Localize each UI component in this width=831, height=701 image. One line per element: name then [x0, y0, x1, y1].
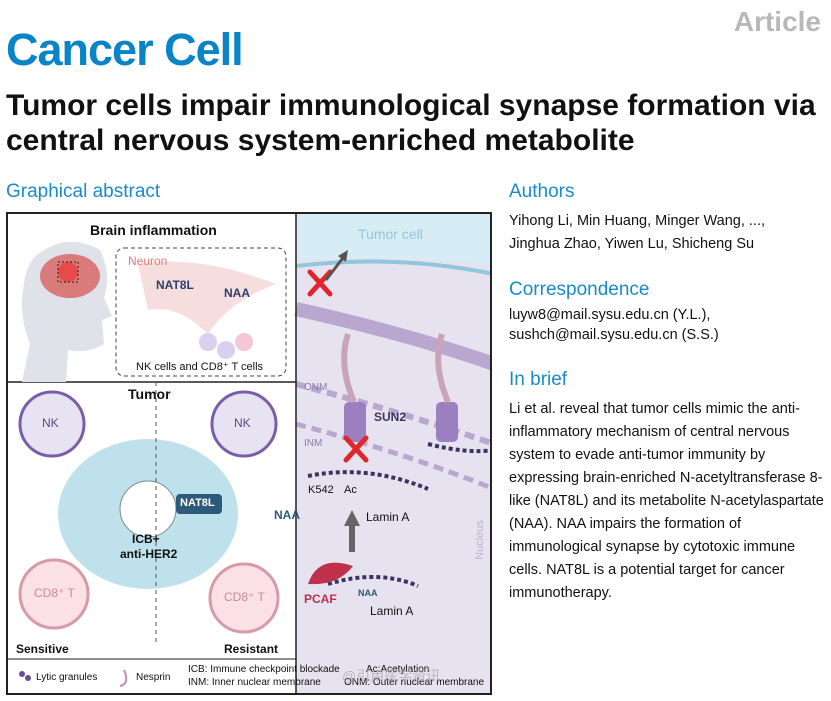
article-type-label: Article: [733, 6, 821, 37]
ac-label: Ac: [344, 484, 357, 496]
authors-line-1: Yihong Li, Min Huang, Minger Wang, ...,: [509, 213, 766, 229]
correspondence-block: luyw8@mail.sysu.edu.cn (Y.L.), sushch@ma…: [509, 305, 824, 345]
brain-inflammation-label: Brain inflammation: [90, 222, 217, 238]
legend-icb-definition: ICB: Immune checkpoint blockade: [188, 664, 340, 675]
nk-left-label: NK: [42, 416, 59, 430]
cd8-left-label: CD8⁺ T: [34, 586, 75, 600]
cd8-right-label: CD8⁺ T: [224, 590, 265, 604]
anti-her2-label: anti-HER2: [120, 547, 178, 561]
email-link-1[interactable]: luyw8@mail.sysu.edu.cn (Y.L.),: [509, 307, 711, 323]
pcaf-label: PCAF: [304, 592, 337, 606]
sun2-label: SUN2: [374, 410, 407, 424]
email-link-2[interactable]: sushch@mail.sysu.edu.cn (S.S.): [509, 327, 719, 343]
inm-label: INM: [304, 438, 323, 449]
in-brief-text: Li et al. reveal that tumor cells mimic …: [509, 401, 824, 601]
nat8l-tumor-label: NAT8L: [180, 497, 215, 509]
naa-tumor-label: NAA: [274, 508, 300, 522]
legend-nesprin: Nesprin: [136, 672, 171, 683]
legend-inm-definition: INM: Inner nuclear membrane: [188, 677, 321, 688]
lamin-a-upper-label: Lamin A: [366, 510, 410, 524]
watermark-text: @引用医学资讯: [342, 668, 441, 684]
icb-label: ICB+: [132, 532, 160, 546]
legend-onm-definition: ONM: Outer nuclear membrane: [344, 677, 485, 688]
article-title: Tumor cells impair immunological synapse…: [6, 89, 816, 157]
resistant-label: Resistant: [224, 642, 279, 656]
k542-label: K542: [308, 484, 334, 496]
tumor-label: Tumor: [128, 386, 171, 402]
lamin-a-lower-label: Lamin A: [370, 604, 414, 618]
nk-t-cells-label: NK cells and CD8⁺ T cells: [136, 361, 264, 373]
authors-heading: Authors: [509, 181, 575, 202]
naa-small-label: NAA: [358, 588, 378, 598]
neuron-label: Neuron: [128, 254, 168, 268]
authors-line-2: Jinghua Zhao, Yiwen Lu, Shicheng Su: [509, 236, 755, 252]
onm-label: ONM: [304, 382, 328, 393]
nk-right-label: NK: [234, 416, 251, 430]
legend-ac-definition: Ac:Acetylation: [366, 664, 430, 675]
graphical-abstract-figure: Brain inflammation Neuron NAT8L NAA NK c…: [6, 212, 492, 695]
legend-lytic-granules: Lytic granules: [36, 672, 98, 683]
nucleus-label: Nucleus: [473, 520, 486, 560]
tumor-cell-label: Tumor cell: [358, 226, 423, 242]
nat8l-neuron-label: NAT8L: [156, 278, 194, 292]
in-brief-heading: In brief: [509, 369, 568, 390]
sensitive-label: Sensitive: [16, 642, 69, 656]
correspondence-heading: Correspondence: [509, 279, 650, 300]
authors-list: Yihong Li, Min Huang, Minger Wang, ..., …: [509, 210, 824, 256]
naa-neuron-label: NAA: [224, 286, 250, 300]
graphical-abstract-heading: Graphical abstract: [6, 181, 161, 202]
journal-name[interactable]: Cancer Cell: [6, 24, 244, 75]
graphical-abstract-illustration: [8, 214, 490, 693]
